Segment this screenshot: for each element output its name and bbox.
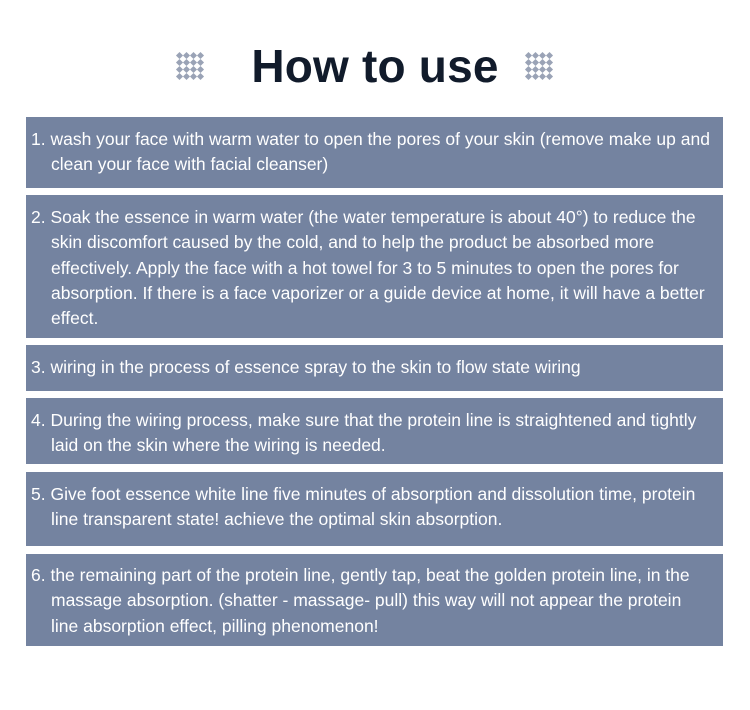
step-3-text: 3. wiring in the process of essence spra… xyxy=(31,357,581,377)
step-6-text: 6. the remaining part of the protein lin… xyxy=(31,565,690,636)
step-1-text: 1. wash your face with warm water to ope… xyxy=(31,129,710,175)
step-5-text: 5. Give foot essence white line five min… xyxy=(31,484,696,530)
diamond-dot-grid-icon xyxy=(175,51,205,81)
step-2-box: 2. Soak the essence in warm water (the w… xyxy=(26,195,723,338)
step-3-box: 3. wiring in the process of essence spra… xyxy=(26,345,723,391)
step-5-box: 5. Give foot essence white line five min… xyxy=(26,472,723,546)
step-6-box: 6. the remaining part of the protein lin… xyxy=(26,554,723,646)
step-4-box: 4. During the wiring process, make sure … xyxy=(26,398,723,464)
step-2-text: 2. Soak the essence in warm water (the w… xyxy=(31,207,705,329)
step-1-box: 1. wash your face with warm water to ope… xyxy=(26,117,723,188)
step-4-text: 4. During the wiring process, make sure … xyxy=(31,410,697,456)
page-title: How to use xyxy=(251,40,499,92)
header: How to use xyxy=(0,34,750,98)
diamond-dot-grid-icon xyxy=(524,51,554,81)
